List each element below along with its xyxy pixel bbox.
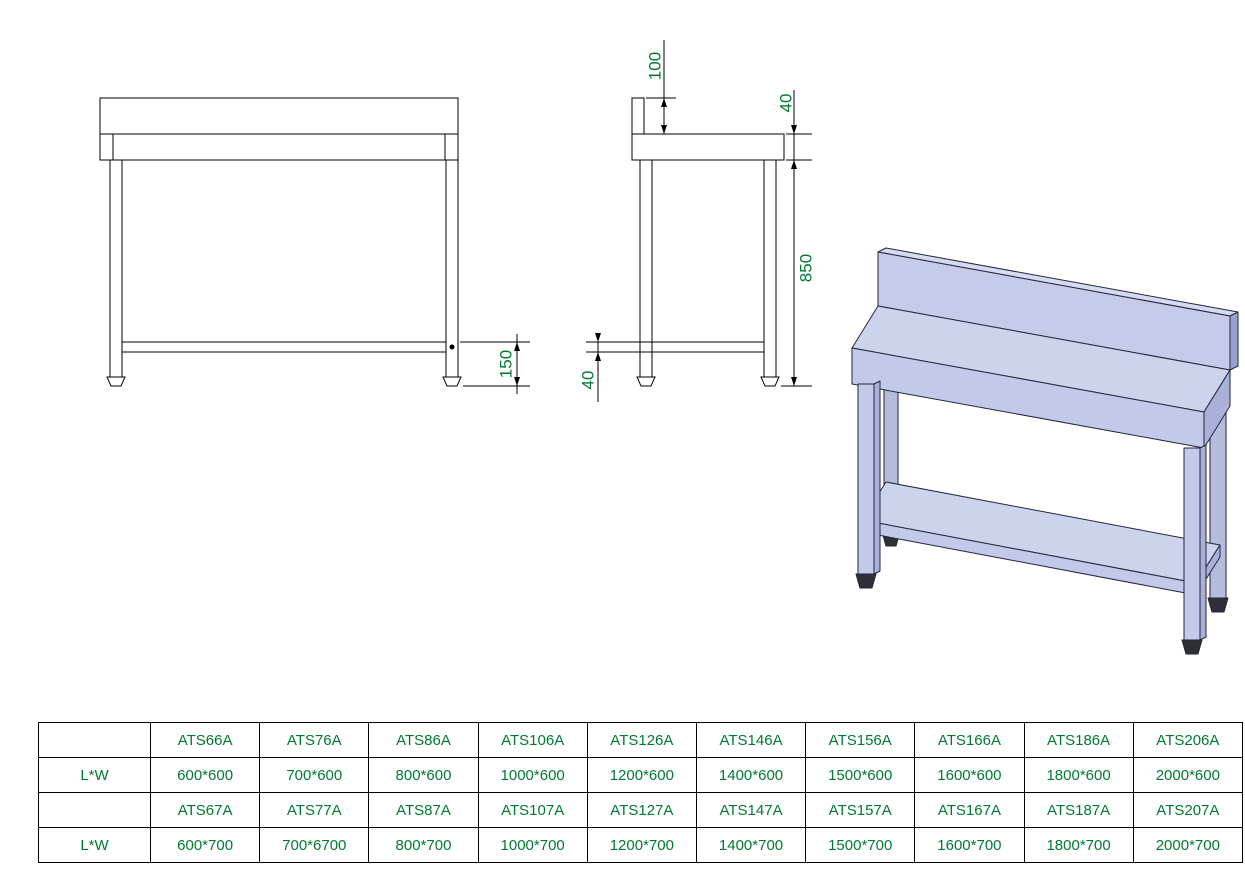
dim-shelf-clearance: 150 (460, 334, 530, 394)
spec-size-cell: 1000*600 (477, 757, 588, 793)
dim-label-100: 100 (645, 52, 664, 80)
spec-model-cell: ATS186A (1023, 722, 1134, 758)
front-right-leg (445, 160, 459, 377)
spec-model-cell: ATS146A (695, 722, 807, 758)
dim-label-150: 150 (496, 350, 515, 378)
dim-label-850: 850 (796, 254, 815, 282)
iso-backsplash-edge (1229, 311, 1239, 371)
iso-front-left-leg-side (873, 380, 881, 575)
spec-model-cell: ATS206A (1132, 722, 1244, 758)
spec-size-cell: 1800*600 (1023, 757, 1134, 793)
spec-model-cell: ATS126A (586, 722, 697, 758)
side-backsplash (631, 97, 645, 135)
side-right-leg (763, 160, 777, 377)
isometric-view (851, 247, 1239, 655)
spec-size-cell: 2000*700 (1132, 827, 1244, 863)
front-apron (99, 133, 459, 161)
spec-size-cell: 2000*600 (1132, 757, 1244, 793)
shelf-screw-dot (449, 344, 455, 350)
spec-model-cell: ATS87A (368, 792, 479, 828)
side-left-leg (639, 160, 653, 377)
dim-backsplash-height: 100 (645, 40, 676, 134)
spec-size-cell: 600*600 (149, 757, 261, 793)
spec-size-cell: 800*600 (368, 757, 479, 793)
dim-shelf-thickness: 40 (578, 333, 652, 402)
front-left-foot (106, 376, 126, 387)
side-undershelf (652, 341, 764, 353)
spec-row-header (38, 792, 151, 828)
technical-drawing-canvas: 150 100 40 (99, 40, 1239, 655)
spec-model-cell: ATS107A (477, 792, 588, 828)
iso-front-right-foot (1181, 639, 1203, 655)
dim-label-40-top: 40 (776, 94, 795, 113)
spec-size-cell: 700*6700 (259, 827, 370, 863)
spec-model-cell: ATS106A (477, 722, 588, 758)
spec-model-cell: ATS77A (259, 792, 370, 828)
spec-model-cell: ATS157A (805, 792, 916, 828)
spec-row-header (38, 722, 151, 758)
front-left-leg (109, 160, 123, 377)
spec-size-cell: 1200*700 (586, 827, 697, 863)
spec-size-cell: 1200*600 (586, 757, 697, 793)
spec-model-cell: ATS66A (149, 722, 261, 758)
spec-size-cell: 600*700 (149, 827, 261, 863)
spec-size-cell: 800*700 (368, 827, 479, 863)
side-right-foot (760, 376, 780, 387)
spec-size-cell: 1600*700 (914, 827, 1025, 863)
spec-row-header: L*W (38, 757, 151, 793)
side-view: 100 40 850 40 (578, 40, 815, 402)
spec-model-cell: ATS156A (805, 722, 916, 758)
front-right-foot (442, 376, 462, 387)
iso-front-right-leg-side (1199, 444, 1207, 641)
spec-size-cell: 1400*700 (695, 827, 807, 863)
iso-tabletop-side (1203, 369, 1231, 449)
spec-size-cell: 700*600 (259, 757, 370, 793)
iso-front-right-leg (1183, 447, 1201, 641)
spec-model-cell: ATS207A (1132, 792, 1244, 828)
front-backsplash (99, 97, 459, 135)
dim-top-thickness: 40 850 (776, 90, 815, 387)
spec-size-cell: 1500*700 (805, 827, 916, 863)
spec-model-cell: ATS127A (586, 792, 697, 828)
spec-size-cell: 1600*600 (914, 757, 1025, 793)
dim-label-40-shelf: 40 (578, 371, 597, 390)
front-undershelf (122, 341, 446, 353)
spec-model-cell: ATS86A (368, 722, 479, 758)
iso-back-right-foot (1207, 597, 1229, 613)
spec-size-cell: 1500*600 (805, 757, 916, 793)
spec-model-cell: ATS76A (259, 722, 370, 758)
spec-size-cell: 1000*700 (477, 827, 588, 863)
spec-model-cell: ATS167A (914, 792, 1025, 828)
spec-model-cell: ATS166A (914, 722, 1025, 758)
iso-front-left-foot (855, 573, 877, 589)
side-left-foot (636, 376, 656, 387)
spec-size-cell: 1800*700 (1023, 827, 1134, 863)
spec-size-cell: 1400*600 (695, 757, 807, 793)
spec-model-cell: ATS67A (149, 792, 261, 828)
iso-front-left-leg (857, 383, 875, 575)
spec-model-cell: ATS187A (1023, 792, 1134, 828)
side-tabletop (631, 133, 785, 161)
front-view: 150 (99, 97, 530, 394)
spec-model-cell: ATS147A (695, 792, 807, 828)
spec-row-header: L*W (38, 827, 151, 863)
